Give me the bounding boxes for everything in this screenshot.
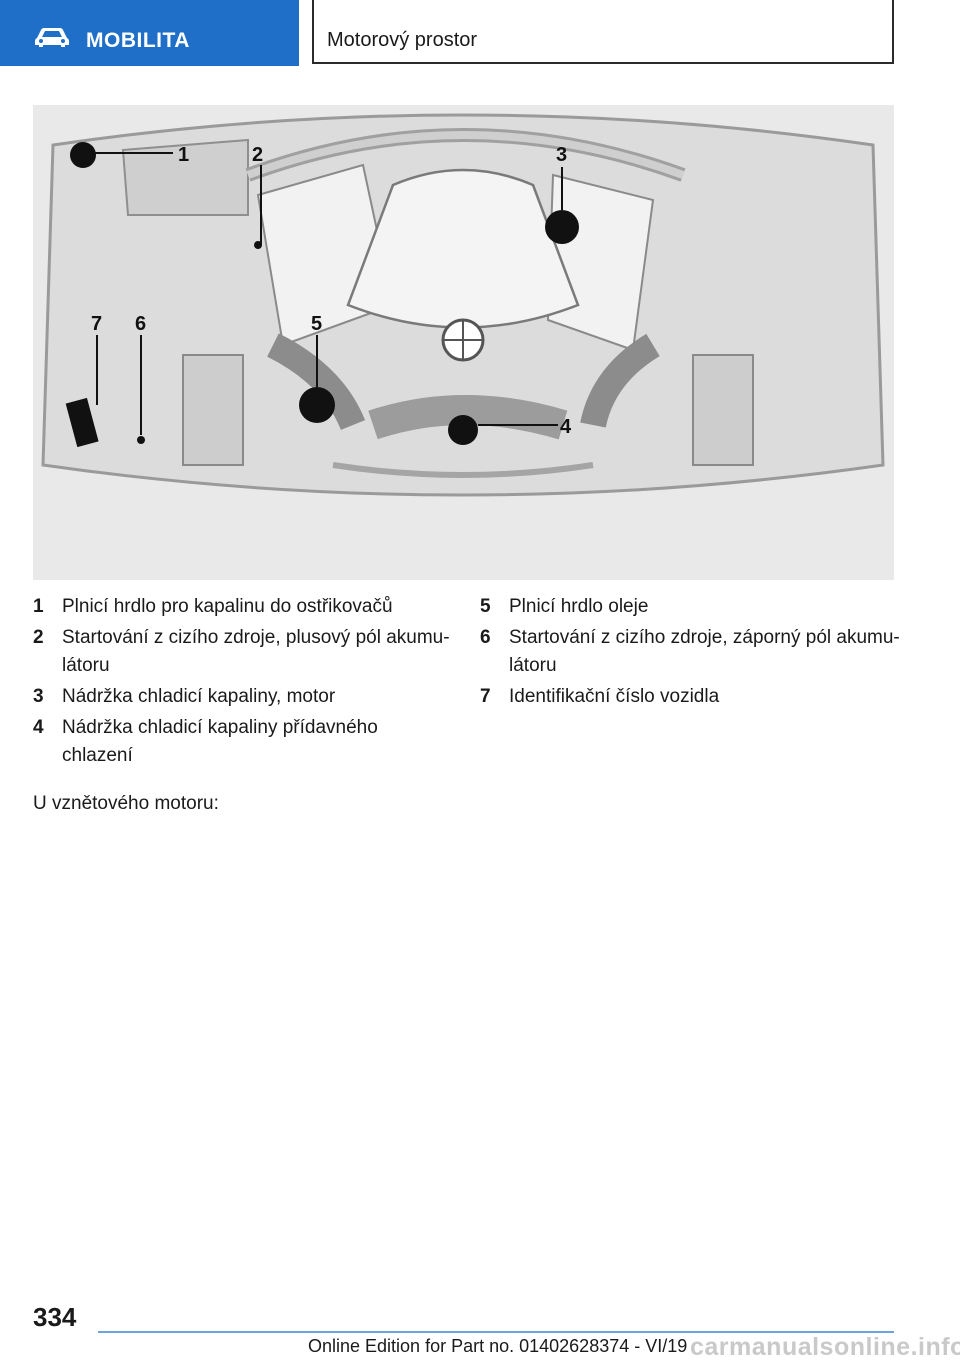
car-icon <box>35 28 69 47</box>
page-title: Motorový prostor <box>327 29 478 51</box>
callout-3: 3 <box>556 144 567 166</box>
section-tab: MOBILITA <box>0 0 299 66</box>
page-header: Motorový prostor <box>312 0 894 64</box>
callout-7: 7 <box>91 313 102 335</box>
engine-bay-illustration: 1 2 3 4 5 6 7 <box>33 105 894 580</box>
callout-5: 5 <box>311 313 322 335</box>
edition-text: Online Edition for Part no. 01402628374 … <box>308 1336 688 1356</box>
watermark: carmanualsonline.info <box>690 1333 960 1361</box>
callout-4: 4 <box>560 416 572 438</box>
footer-divider <box>98 1331 894 1333</box>
subheading: U vznětového motoru: <box>33 793 219 814</box>
callout-1: 1 <box>178 144 189 166</box>
section-label: MOBILITA <box>86 29 190 52</box>
callout-2: 2 <box>252 144 263 166</box>
callout-6: 6 <box>135 313 146 335</box>
page-number: 334 <box>33 1302 77 1332</box>
